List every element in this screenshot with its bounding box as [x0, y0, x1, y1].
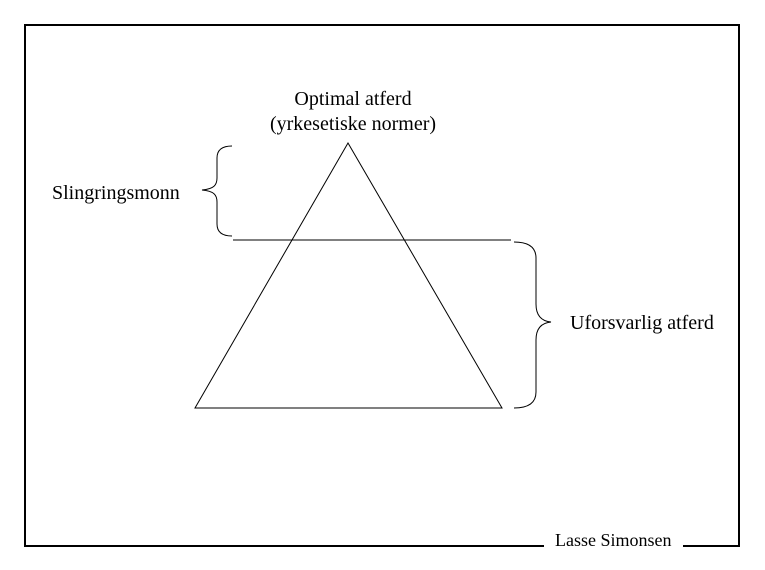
footer-author: Lasse Simonsen — [544, 530, 683, 551]
title-line2: (yrkesetiske normer) — [269, 113, 437, 135]
left-annotation-label: Slingringsmonn — [52, 182, 180, 204]
triangle-shape — [194, 142, 503, 409]
slide-border — [24, 24, 740, 547]
right-annotation-label: Uforsvarlig atferd — [570, 312, 714, 334]
left-brace — [201, 145, 233, 237]
title-line1: Optimal atferd — [294, 88, 412, 110]
right-brace — [513, 241, 552, 409]
diagram-title: Optimal atferd (yrkesetiske normer) — [253, 87, 453, 137]
